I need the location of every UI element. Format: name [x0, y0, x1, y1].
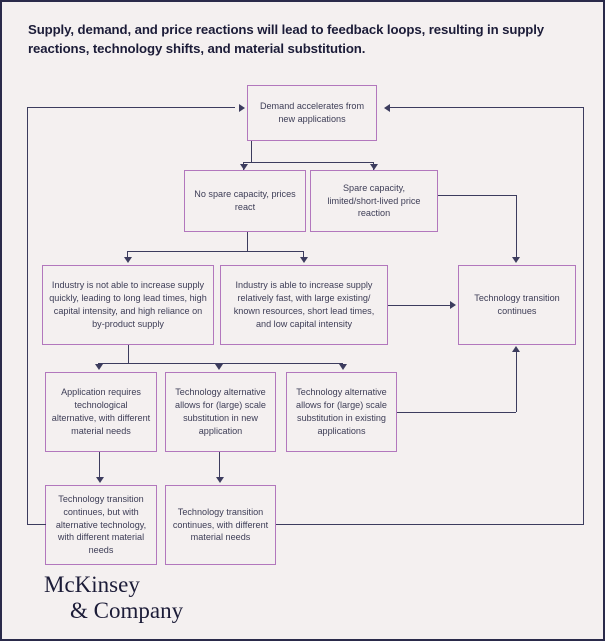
connector-demand-down: [251, 141, 253, 163]
node-no-spare-capacity: No spare capacity, prices react: [184, 170, 306, 232]
connector-feedback-left-vertical: [27, 107, 29, 525]
arrow-to-tech-transition-alternative: [95, 477, 104, 483]
node-spare-capacity: Spare capacity, limited/short-lived pric…: [310, 170, 438, 232]
connector-existing-up: [515, 352, 517, 412]
arrow-to-industry-able: [299, 257, 308, 263]
arrow-feedback-right-to-demand: [384, 103, 390, 112]
node-application-requires: Application requires technological alter…: [45, 372, 157, 452]
logo-line-1: McKinsey: [44, 572, 140, 597]
arrow-to-tech-transition-different: [215, 477, 224, 483]
node-tech-transition-alternative: Technology transition continues, but wit…: [45, 485, 157, 565]
connector-feedback-left-top: [27, 107, 235, 109]
connector-feedback-left-bottom: [27, 524, 46, 526]
node-tech-alt-existing: Technology alternative allows for (large…: [286, 372, 397, 452]
connector-app-to-alt: [99, 452, 101, 478]
node-label: Technology alternative allows for (large…: [175, 387, 266, 436]
connector-nospare-to-able: [303, 251, 305, 259]
node-label: Industry is not able to increase supply …: [49, 280, 207, 329]
arrow-to-tech-alt-existing: [338, 364, 347, 370]
connector-new-to-diff: [219, 452, 221, 478]
arrow-feedback-left-to-demand: [239, 103, 245, 112]
connector-demand-split: [243, 162, 373, 164]
connector-feedback-right-bottom: [276, 524, 584, 526]
node-label: Technology transition continues, but wit…: [55, 493, 147, 556]
connector-nospare-down: [247, 232, 249, 252]
node-demand-accelerates: Demand accelerates from new applications: [247, 85, 377, 141]
node-label: Industry is able to increase supply rela…: [233, 280, 375, 329]
connector-feedback-right-vertical: [582, 107, 584, 525]
arrow-able-to-technology: [450, 301, 456, 309]
node-label: Technology transition continues, with di…: [172, 506, 269, 543]
node-tech-alt-new: Technology alternative allows for (large…: [165, 372, 276, 452]
node-industry-not-able: Industry is not able to increase supply …: [42, 265, 214, 345]
node-tech-transition-different: Technology transition continues, with di…: [165, 485, 276, 565]
arrow-to-application-requires: [94, 364, 103, 370]
arrow-to-no-spare-capacity: [239, 164, 248, 170]
node-label: Application requires technological alter…: [51, 387, 151, 436]
connector-notable-down: [128, 345, 130, 364]
node-tech-transition-continues: Technology transition continues: [458, 265, 576, 345]
arrow-to-tech-alt-new: [214, 364, 223, 370]
arrow-existing-to-technology: [512, 346, 520, 352]
connector-able-to-technology: [388, 305, 450, 307]
node-label: Technology alternative allows for (large…: [296, 387, 387, 436]
connector-notable-split: [98, 363, 343, 365]
arrow-spare-to-technology: [512, 257, 520, 263]
connector-spare-down: [515, 195, 517, 257]
node-label: No spare capacity, prices react: [194, 189, 296, 212]
connector-spare-right: [438, 195, 517, 197]
connector-nospare-split: [127, 251, 304, 253]
arrow-to-industry-not-able: [123, 257, 132, 263]
logo-line-2: & Company: [70, 597, 184, 623]
page-title: Supply, demand, and price reactions will…: [28, 22, 545, 57]
connector-existing-right: [397, 412, 516, 414]
connector-nospare-to-notable: [127, 251, 129, 259]
node-label: Technology transition continues: [474, 293, 560, 316]
node-label: Spare capacity, limited/short-lived pric…: [327, 182, 421, 219]
node-industry-able: Industry is able to increase supply rela…: [220, 265, 388, 345]
connector-feedback-right-top: [390, 107, 583, 109]
node-label: Demand accelerates from new applications: [259, 101, 365, 124]
mckinsey-logo: McKinsey & Company: [44, 572, 183, 624]
arrow-to-spare-capacity: [369, 164, 378, 170]
